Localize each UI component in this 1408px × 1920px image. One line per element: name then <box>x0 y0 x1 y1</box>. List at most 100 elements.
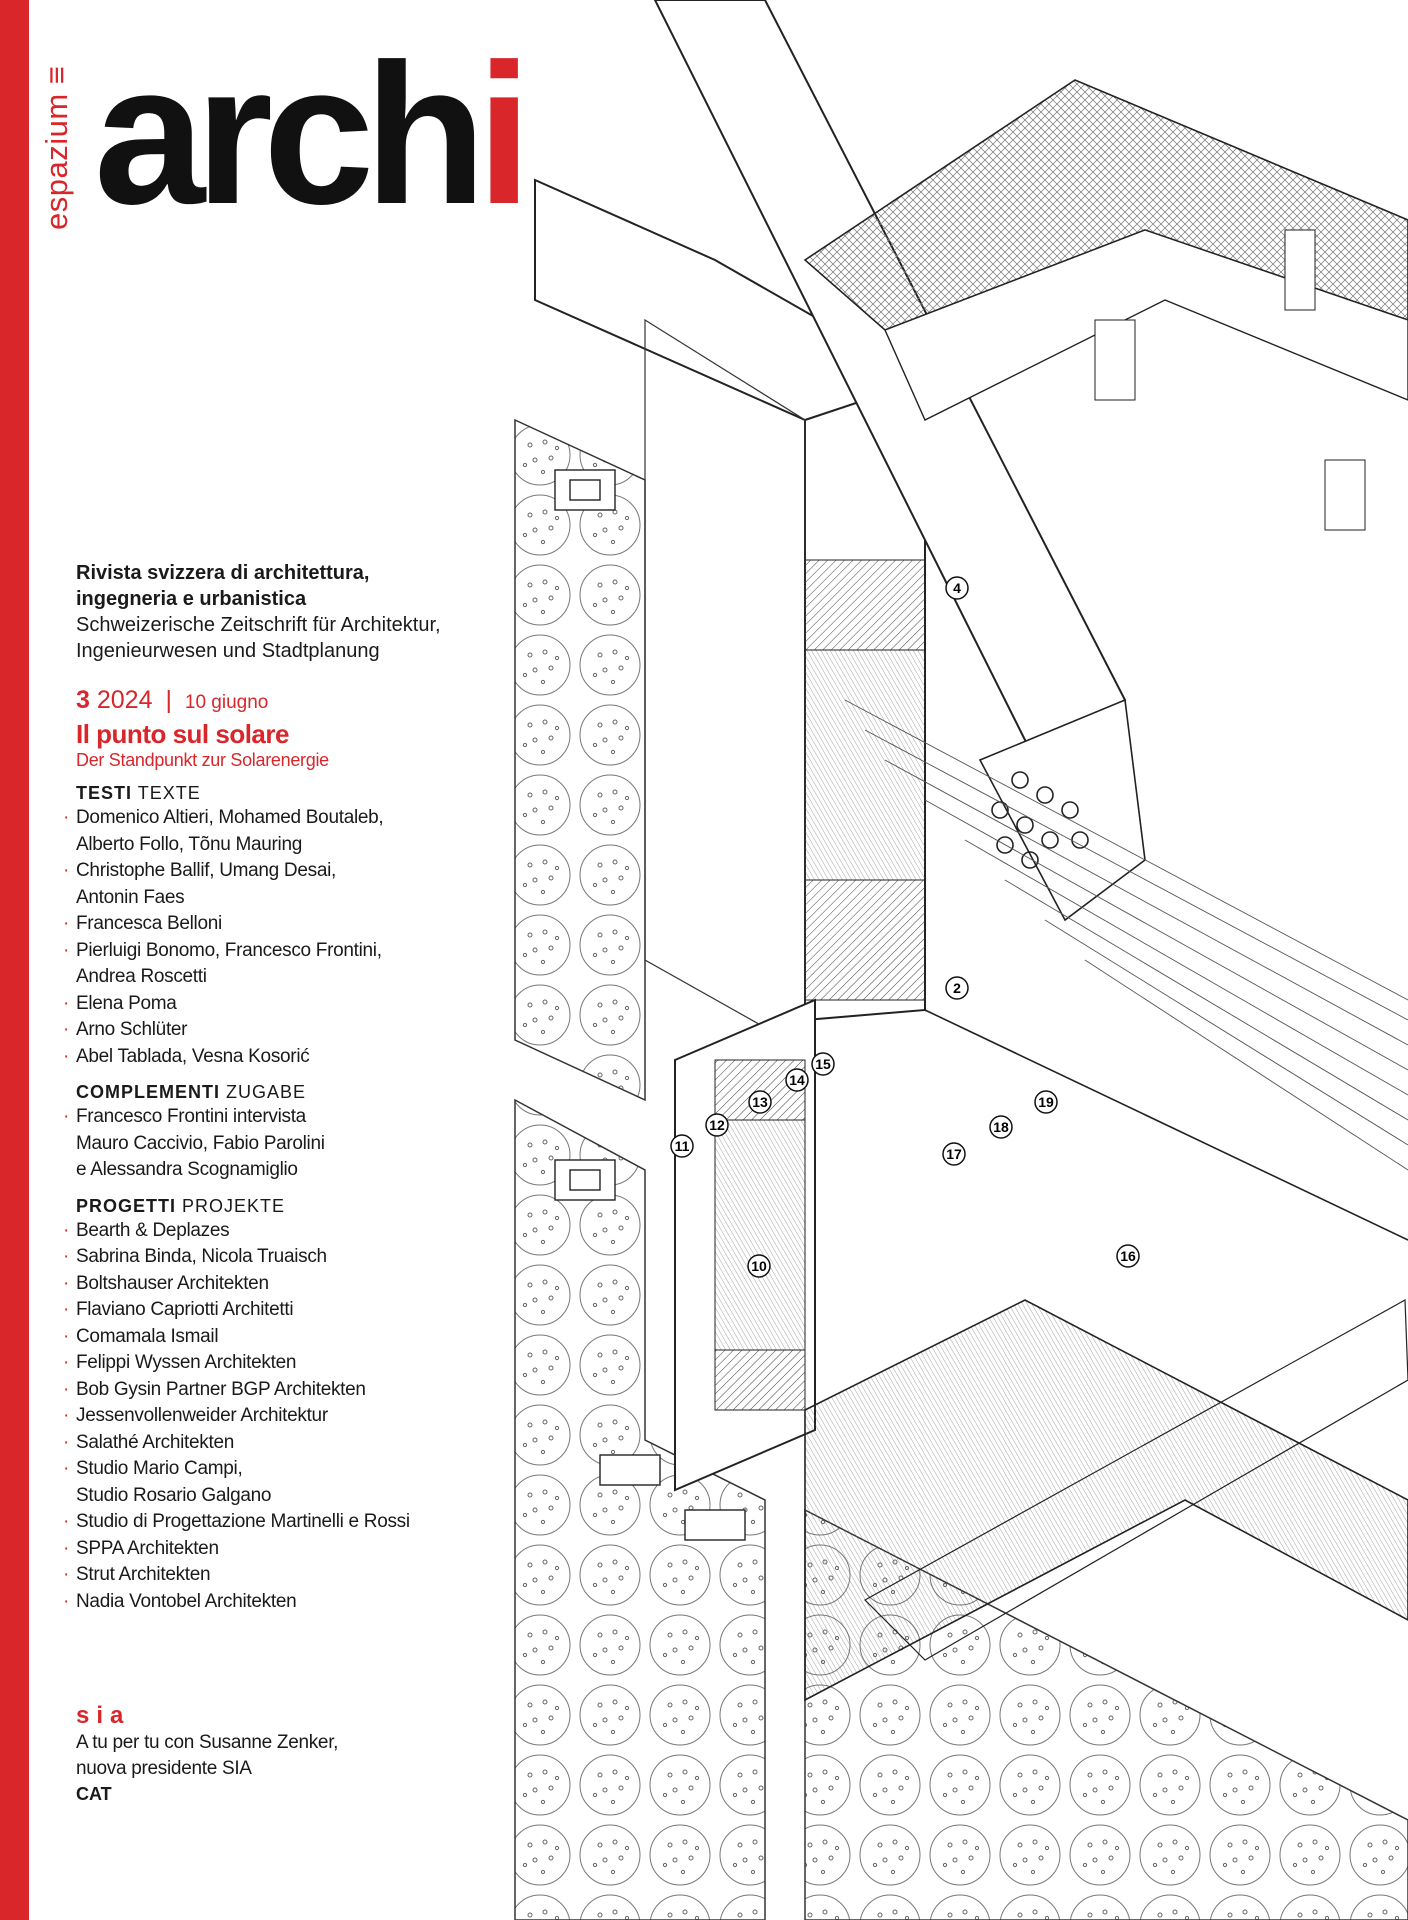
callout-marker: 19 <box>1034 1090 1058 1114</box>
contents-entry-text: Salathé Architekten <box>76 1431 235 1453</box>
section-heading-it: PROGETTI <box>76 1195 177 1216</box>
contents-entry-text: Domenico Altieri, Mohamed Boutaleb, <box>76 807 384 828</box>
issue-number: 3 <box>76 686 90 714</box>
contents-entry: Antonin Faes <box>76 885 496 912</box>
bullet-icon: · <box>63 860 70 881</box>
bullet-icon: · <box>63 1537 70 1559</box>
contents-entry: ·Bob Gysin Partner BGP Architekten <box>63 1377 496 1404</box>
contents-entry: · Francesca Belloni <box>63 911 496 938</box>
bracket-upper <box>554 469 616 511</box>
callout-circle <box>989 1115 1013 1139</box>
callout-marker: 11 <box>670 1134 694 1158</box>
cover-text-panel: Rivista svizzera di architettura, ingegn… <box>63 560 496 1616</box>
callout-marker: 14 <box>785 1068 809 1092</box>
contents-entry: Andrea Roscetti <box>76 964 496 991</box>
section-testi: TESTI TEXTE·Domenico Altieri, Mohamed Bo… <box>63 781 496 1071</box>
section-heading-de: TEXTE <box>137 783 201 803</box>
tagline-it-1: Rivista svizzera di architettura, <box>76 562 370 584</box>
contents-entry: ·Francesco Frontini intervista <box>63 1104 496 1131</box>
bullet-icon: · <box>63 1405 70 1426</box>
section-heading-de: PROJEKTE <box>182 1195 286 1216</box>
contents-entry-text: Mauro Caccivio, Fabio Parolini <box>76 1132 325 1154</box>
callout-circle <box>811 1052 835 1076</box>
callout-number: 11 <box>675 1138 690 1154</box>
bullet-icon: · <box>63 1272 70 1294</box>
callout-marker: 2 <box>945 976 969 1000</box>
contents-entry: ·Boltshauser Architekten <box>63 1271 496 1298</box>
bracket-lower <box>554 1159 746 1541</box>
section-heading-de: ZUGABE <box>226 1082 307 1102</box>
bullet-icon: · <box>63 1019 70 1040</box>
contents-entry: ·Elena Poma <box>63 991 496 1018</box>
contents-entry: ·Comamala Ismail <box>63 1324 496 1351</box>
publisher-mark-icon: ≡ <box>39 69 74 85</box>
floor-slab <box>844 699 1408 1241</box>
contents-entry-text: Sabrina Binda, Nicola Truaisch <box>76 1246 327 1267</box>
callout-marker: 15 <box>811 1052 835 1076</box>
perforated-panel-upper <box>514 418 646 1102</box>
contents-entry-text: Andrea Roscetti <box>76 966 207 987</box>
callout-number: 2 <box>953 980 961 996</box>
callout-number: 12 <box>709 1117 725 1133</box>
contents-entry-text: Bob Gysin Partner BGP Architekten <box>76 1378 366 1400</box>
bullet-icon: · <box>63 1458 70 1479</box>
contents-entry-text: Antonin Faes <box>76 886 185 908</box>
sia-line-2: nuova presidente SIA <box>76 1758 252 1779</box>
contents-entry-text: Felippi Wyssen Architekten <box>76 1352 297 1373</box>
contents-entry: ·Christophe Ballif, Umang Desai, <box>63 858 496 885</box>
bullet-icon: · <box>63 1511 70 1532</box>
bullet-icon: · <box>63 913 70 934</box>
bullet-icon: · <box>63 1590 70 1612</box>
contents-entry: ·Abel Tablada, Vesna Kosorić <box>63 1044 496 1071</box>
sia-line-1: A tu per tu con Susanne Zenker, <box>76 1732 339 1753</box>
issue-date: 10 giugno <box>184 692 269 713</box>
issue-year: 2024 <box>96 686 153 714</box>
masthead-main: arch <box>94 23 486 246</box>
contents-entry-text: Studio Rosario Galgano <box>76 1484 272 1506</box>
contents-entry-text: Nadia Vontobel Architekten <box>76 1590 297 1612</box>
callout-circle <box>785 1068 809 1092</box>
bullet-icon: · <box>63 1352 70 1373</box>
accent-bar <box>0 0 29 1920</box>
masthead-title: archi <box>94 30 532 240</box>
contents-entry: · Arno Schlüter <box>63 1017 496 1044</box>
contents-entry-text: Comamala Ismail <box>76 1325 219 1347</box>
issue-separator: | <box>165 686 172 714</box>
callout-marker: 17 <box>942 1142 966 1166</box>
section-heading-it: TESTI <box>76 783 133 803</box>
section-heading: TESTI TEXTE <box>76 781 496 805</box>
contents-entry: ·Bearth & Deplazes <box>63 1218 496 1245</box>
contents-entry-text: Pierluigi Bonomo, Francesco Frontini, <box>76 939 382 961</box>
bullet-icon: · <box>63 1219 70 1241</box>
sia-logo: sia <box>76 1702 131 1729</box>
callout-circle <box>945 576 969 600</box>
contents-entry: ·Jessenvollenweider Architektur <box>63 1403 496 1430</box>
contents-entry: ·Studio Mario Campi, <box>63 1456 496 1483</box>
column-section <box>534 178 926 1052</box>
callout-marker: 10 <box>747 1254 771 1278</box>
publisher-name: espazium <box>39 93 74 230</box>
tagline-de-2: Ingenieurwesen und Stadtplanung <box>76 640 380 662</box>
contents-entry-text: Alberto Follo, Tõnu Mauring <box>76 833 303 855</box>
section-heading-it: COMPLEMENTI <box>76 1082 220 1102</box>
contents-entry: e Alessandra Scognamiglio <box>76 1157 496 1184</box>
contents-entry-text: Studio di Progettazione Martinelli e Ros… <box>76 1511 410 1532</box>
bullet-icon: · <box>63 992 70 1014</box>
callout-circle <box>670 1134 694 1158</box>
sia-block: sia A tu per tu con Susanne Zenker, nuov… <box>76 1702 496 1806</box>
contents-entry: Studio Rosario Galgano <box>76 1483 496 1510</box>
contents-entry: ·Strut Architekten <box>63 1562 496 1589</box>
contents-entry-text: Francesca Belloni <box>76 913 222 934</box>
section-progetti: PROGETTI PROJEKTE·Bearth & Deplazes·Sabr… <box>63 1194 496 1616</box>
bullet-icon: · <box>63 1106 70 1127</box>
issue-line: 3 2024 | 10 giugno <box>76 684 496 719</box>
callout-number: 19 <box>1038 1094 1054 1110</box>
contents-entry: ·Domenico Altieri, Mohamed Boutaleb, <box>63 805 496 832</box>
callout-circle <box>1034 1090 1058 1114</box>
contents-entry-text: Arno Schlüter <box>76 1019 188 1040</box>
callout-circle <box>747 1254 771 1278</box>
contents-entry: ·Sabrina Binda, Nicola Truaisch <box>63 1244 496 1271</box>
bullet-icon: · <box>63 1299 70 1320</box>
